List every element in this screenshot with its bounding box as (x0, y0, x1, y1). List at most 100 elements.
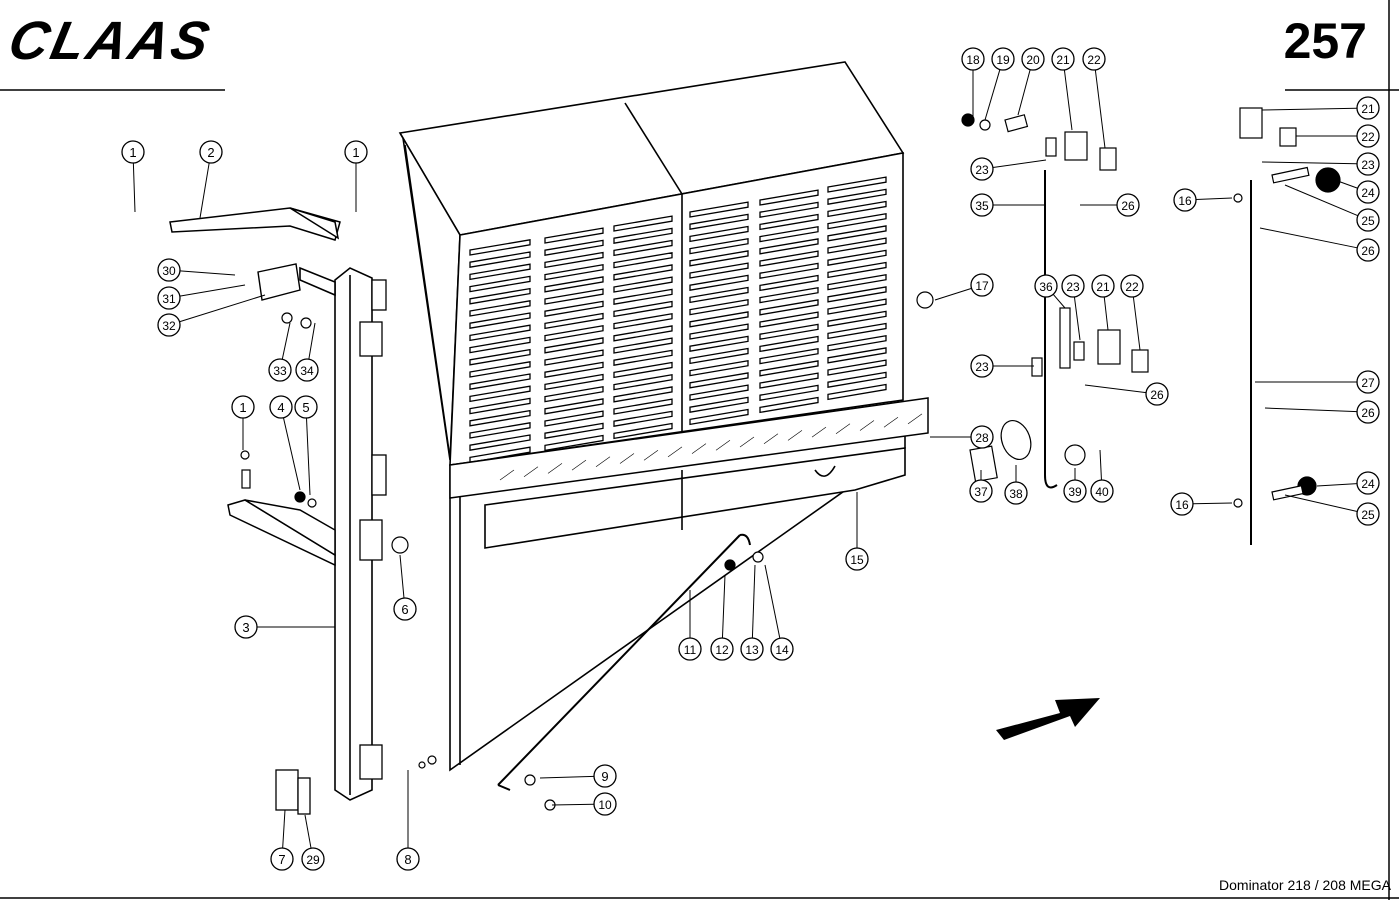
callout-c3: 3 (234, 615, 335, 639)
glass-hatch-line (811, 426, 827, 438)
louvre-slot (689, 213, 749, 230)
callout-leader-line (1264, 407, 1358, 413)
louvre-slot (544, 410, 604, 427)
callout-circle (157, 286, 181, 310)
callout-leader-line (992, 159, 1047, 168)
callout-circle (1356, 370, 1380, 394)
callout-number: 23 (975, 360, 989, 374)
vertical-post (299, 266, 373, 801)
callout-c24a: 24 (1334, 179, 1380, 204)
callout-number: 1 (239, 400, 246, 415)
louvre-slot (544, 422, 604, 439)
louvre-slot (613, 300, 673, 318)
callout-number: 2 (207, 145, 214, 160)
callout-c25a: 25 (1284, 184, 1380, 232)
callout-c25b: 25 (1284, 494, 1380, 526)
callout-number: 15 (850, 553, 864, 567)
louvre-slot (613, 251, 673, 269)
callout-leader-line (1284, 184, 1359, 217)
callout-c34: 34 (295, 322, 319, 382)
callout-number: 22 (1087, 53, 1101, 67)
callout-number: 31 (162, 292, 176, 306)
callout-c26d: 26 (1264, 400, 1380, 424)
glass-hatch-line (691, 443, 707, 454)
louvre-slot (759, 299, 819, 316)
callout-c22a: 22 (1082, 47, 1106, 149)
louvre-slot (544, 276, 604, 293)
louvre-slot (544, 251, 604, 269)
louvre-slot (613, 386, 673, 403)
callout-c23b: 23 (1061, 274, 1085, 341)
callout-leader-line (399, 554, 405, 599)
louvre-slot (827, 225, 887, 242)
callout-c23d: 23 (1261, 152, 1380, 176)
callout-c8: 8 (396, 770, 420, 871)
callout-circle (396, 847, 420, 871)
callout-leader-line (1094, 69, 1106, 149)
callout-circle (678, 637, 702, 661)
callout-circle (970, 193, 994, 217)
louvre-slot (469, 312, 531, 329)
louvre-slot (613, 276, 673, 293)
callout-leader-line (282, 417, 301, 491)
callout-c18: 18 (961, 47, 985, 118)
louvre-slot (759, 335, 819, 353)
callout-circle (121, 140, 145, 164)
louvre-slot (827, 383, 887, 401)
callout-c12: 12 (710, 574, 734, 661)
callout-c40: 40 (1090, 449, 1114, 503)
lower-bracket (227, 499, 336, 567)
small-hardware (240, 107, 1341, 811)
callout-number: 22 (1361, 130, 1375, 144)
callout-number: 12 (715, 643, 729, 657)
callout-c14: 14 (764, 564, 794, 661)
callout-number: 32 (162, 319, 176, 333)
callout-c21a: 21 (1051, 47, 1075, 131)
callout-number: 21 (1361, 102, 1375, 116)
louvre-slot (469, 397, 531, 415)
louvre-slot (827, 347, 887, 364)
locking-rods (1044, 170, 1252, 545)
callout-leader-line (179, 284, 246, 297)
callout-c29: 29 (301, 814, 325, 871)
callout-leader-line (1284, 494, 1358, 513)
callout-c22c: 22 (1296, 124, 1380, 148)
callout-c26c: 26 (1259, 227, 1380, 262)
callout-c6: 6 (393, 554, 417, 621)
louvre-slot (613, 227, 673, 244)
callout-number: 21 (1056, 53, 1070, 67)
callout-circle (1356, 208, 1380, 232)
callout-c30: 30 (157, 258, 236, 282)
callout-circle (1173, 188, 1197, 212)
callout-c32: 32 (157, 294, 266, 337)
callout-number: 4 (277, 400, 284, 415)
callout-circle (1004, 481, 1028, 505)
callout-c27: 27 (1255, 370, 1380, 394)
callout-leader-line (1195, 197, 1233, 201)
louvre-slot (544, 288, 604, 305)
callout-c9: 9 (539, 764, 617, 788)
louvre-slot (827, 359, 887, 376)
callout-c35: 35 (970, 193, 1045, 217)
louvre-slot (469, 434, 531, 451)
louvre-slot (689, 347, 749, 365)
page-number: 257 (1283, 13, 1367, 69)
louvre-slot (469, 287, 531, 305)
callout-number: 30 (162, 264, 176, 278)
louvre-slot (613, 337, 673, 354)
louvre-slot (827, 176, 887, 193)
callout-number: 16 (1175, 498, 1189, 512)
callout-circle (845, 547, 869, 571)
louvre-slot (544, 337, 604, 354)
louvre-slot (827, 200, 887, 218)
callout-number: 26 (1150, 388, 1164, 402)
louvre-slot (689, 298, 749, 316)
callout-leader-line (281, 322, 291, 360)
louvre-slot (613, 422, 673, 440)
louvre-slot (689, 225, 749, 243)
glass-hatch-line (643, 449, 659, 461)
louvre-slot (827, 298, 887, 315)
callout-circle (970, 425, 994, 449)
callout-circle (970, 354, 994, 378)
